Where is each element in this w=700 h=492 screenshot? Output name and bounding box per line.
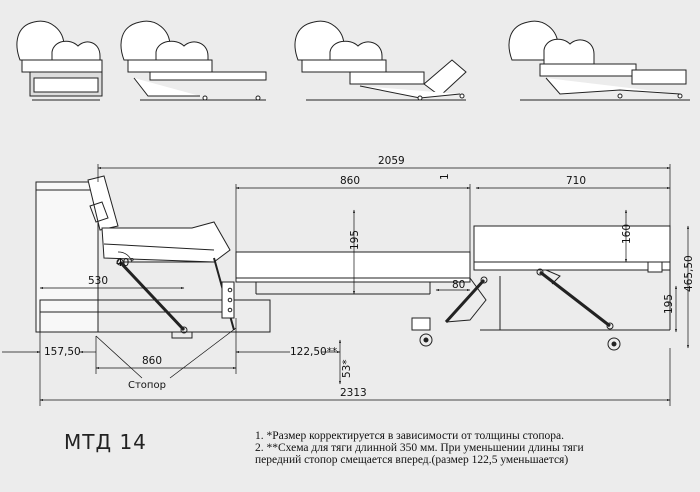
dim-one-marker: 1 xyxy=(439,173,451,180)
stage-3-sofa-sketch xyxy=(294,20,467,101)
middle-mattress xyxy=(235,251,471,279)
dim-right-lower: 195 xyxy=(663,294,675,314)
dim-middle-width: 860 xyxy=(340,175,360,187)
notes-block: 1. *Размер корректируется в зависимости … xyxy=(255,430,695,466)
dim-right-height: 160 xyxy=(621,224,633,244)
dimension-labels: 2059 860 710 1 195 160 465,50 195 80 40°… xyxy=(44,155,695,399)
stage-1-sofa-sketch xyxy=(16,20,103,101)
dim-rod-offset: 122,50** xyxy=(290,346,337,358)
stage-2-sofa-sketch xyxy=(120,20,267,101)
armrest-body xyxy=(35,181,99,333)
dim-overall-length: 2313 xyxy=(340,387,367,399)
dim-middle-height: 195 xyxy=(349,230,361,250)
model-name: МТД 14 xyxy=(64,430,147,454)
note-2-cont: передний стопор смещается вперед.(размер… xyxy=(255,454,569,466)
dim-start-offset: 157,50 xyxy=(44,346,81,358)
seat-cushion xyxy=(101,221,231,263)
note-1: 1. *Размер корректируется в зависимости … xyxy=(255,430,564,442)
stage-4-sofa-sketch xyxy=(508,20,690,101)
dim-right-width: 710 xyxy=(566,175,586,187)
note-2: 2. **Схема для тяги длинной 350 мм. При … xyxy=(255,442,584,454)
dim-overall-height: 465,50 xyxy=(683,255,695,292)
stopper-label: Стопор xyxy=(128,380,166,391)
dim-total-length: 2059 xyxy=(378,155,405,167)
dim-lower-width: 860 xyxy=(142,355,162,367)
backrest-cushion xyxy=(87,175,119,231)
right-mattress xyxy=(473,225,671,271)
dim-angle: 40° xyxy=(116,257,135,269)
dim-eighty: 80 xyxy=(452,279,465,291)
dim-left-offset: 530 xyxy=(88,275,108,287)
dim-stopper-size: 53* xyxy=(341,359,353,378)
